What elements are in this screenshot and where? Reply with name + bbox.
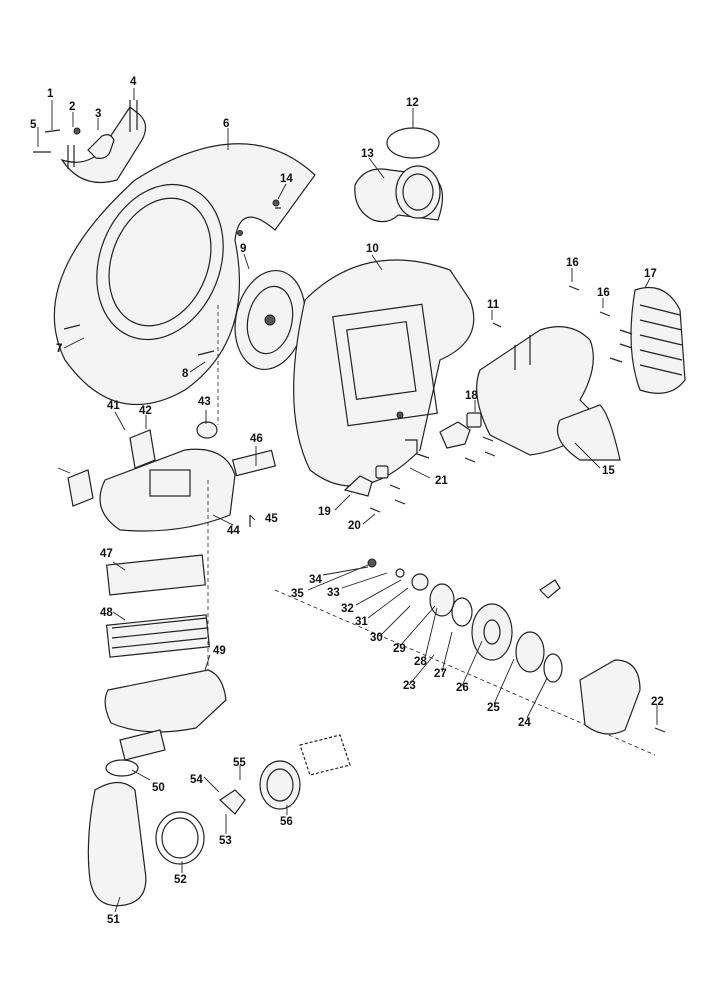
part-label: 48 <box>100 607 113 619</box>
part-label: 27 <box>434 668 447 680</box>
part-label: 42 <box>139 405 152 417</box>
part-label: 10 <box>366 243 379 255</box>
part-label: 20 <box>348 520 361 532</box>
part-label: 19 <box>318 506 331 518</box>
part-label: 52 <box>174 874 187 886</box>
part-label: 6 <box>223 118 229 130</box>
part-label: 12 <box>406 97 419 109</box>
part-label: 51 <box>107 914 120 926</box>
part-label: 26 <box>456 682 469 694</box>
part-label: 15 <box>602 465 615 477</box>
part-label: 4 <box>130 76 137 88</box>
part-label: 47 <box>100 548 113 560</box>
small-brackets <box>343 412 482 497</box>
bracket-assembly <box>60 100 147 184</box>
part-label: 53 <box>219 835 232 847</box>
part-label: 50 <box>152 782 165 794</box>
seal-ring-and-elbow <box>354 127 444 223</box>
part-label: 7 <box>56 343 62 355</box>
carburetor-parts <box>219 734 351 815</box>
fan-housing-shell <box>53 143 316 406</box>
screws <box>33 129 666 733</box>
part-label: 16 <box>566 257 579 269</box>
engine-cover <box>476 326 621 461</box>
part-label: 31 <box>355 616 368 628</box>
part-label: 2 <box>69 101 75 113</box>
part-label: 16 <box>597 287 610 299</box>
part-label: 25 <box>487 702 500 714</box>
part-label: 23 <box>403 680 416 692</box>
blower-housing <box>293 259 475 487</box>
part-label: 5 <box>30 119 37 131</box>
part-label: 41 <box>107 400 120 412</box>
part-label: 14 <box>280 173 293 185</box>
part-label: 32 <box>341 603 354 615</box>
part-label: 33 <box>327 587 340 599</box>
part-label: 34 <box>309 574 322 586</box>
part-label: 54 <box>190 774 203 786</box>
part-label: 17 <box>644 268 657 280</box>
part-label: 9 <box>240 243 246 255</box>
part-label: 35 <box>291 588 304 600</box>
part-label: 22 <box>651 696 664 708</box>
intake-hose <box>87 759 205 907</box>
leader-lines <box>37 88 658 913</box>
part-label: 3 <box>95 108 101 120</box>
part-label: 56 <box>280 816 293 828</box>
part-label: 28 <box>414 656 427 668</box>
air-filter-assembly <box>67 421 277 761</box>
part-label: 1 <box>47 88 54 100</box>
part-label: 46 <box>250 433 263 445</box>
part-label: 44 <box>227 525 240 537</box>
part-label: 24 <box>518 717 531 729</box>
part-label: 45 <box>265 513 278 525</box>
part-label: 8 <box>182 368 189 380</box>
part-label: 29 <box>393 643 406 655</box>
grille <box>630 286 686 394</box>
part-label: 49 <box>213 645 226 657</box>
part-label: 18 <box>465 390 478 402</box>
part-label: 13 <box>361 148 374 160</box>
part-label: 21 <box>435 475 448 487</box>
part-label: 30 <box>370 632 383 644</box>
part-label: 43 <box>198 396 211 408</box>
starter-assembly <box>274 558 656 756</box>
part-labels: 1 2 3 4 5 6 7 8 9 10 11 12 13 14 15 16 1… <box>30 76 664 926</box>
part-label: 55 <box>233 757 246 769</box>
part-label: 11 <box>487 299 500 311</box>
